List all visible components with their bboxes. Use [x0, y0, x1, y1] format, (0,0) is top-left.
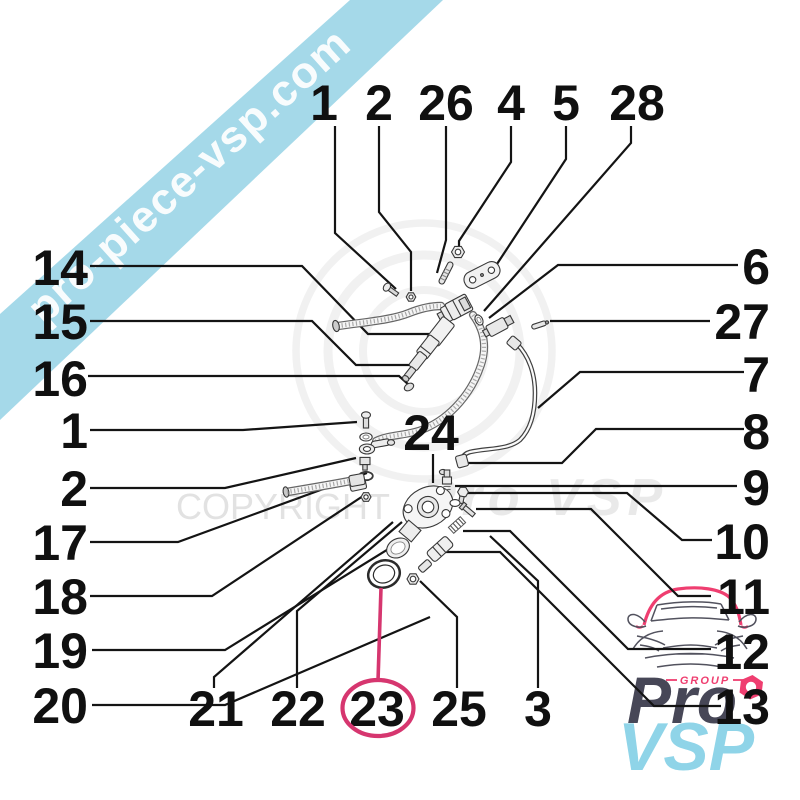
svg-text:28: 28: [609, 75, 665, 131]
svg-text:4: 4: [497, 75, 525, 131]
svg-text:27: 27: [714, 294, 770, 350]
svg-text:12: 12: [714, 624, 770, 680]
svg-text:3: 3: [524, 681, 552, 737]
svg-text:8: 8: [742, 404, 770, 460]
svg-text:18: 18: [32, 569, 88, 625]
svg-text:6: 6: [742, 239, 770, 295]
svg-text:23: 23: [349, 681, 405, 737]
svg-text:1: 1: [310, 75, 338, 131]
svg-text:21: 21: [188, 681, 244, 737]
svg-text:7: 7: [742, 347, 770, 403]
svg-text:5: 5: [552, 75, 580, 131]
svg-text:25: 25: [431, 681, 487, 737]
svg-text:17: 17: [32, 515, 88, 571]
svg-text:19: 19: [32, 623, 88, 679]
svg-text:16: 16: [32, 351, 88, 407]
svg-text:26: 26: [418, 75, 474, 131]
svg-text:GROUP: GROUP: [680, 675, 730, 687]
svg-text:10: 10: [714, 514, 770, 570]
svg-text:15: 15: [32, 294, 88, 350]
svg-text:11: 11: [717, 569, 770, 625]
svg-text:VSP: VSP: [618, 709, 755, 785]
svg-text:22: 22: [270, 681, 326, 737]
svg-text:14: 14: [32, 240, 88, 296]
svg-text:Pro: Pro: [627, 663, 737, 737]
svg-text:20: 20: [32, 678, 88, 734]
svg-text:1: 1: [60, 403, 88, 459]
svg-text:9: 9: [742, 460, 770, 516]
svg-text:2: 2: [60, 461, 88, 517]
svg-text:13: 13: [714, 679, 770, 735]
svg-text:24: 24: [403, 405, 459, 461]
svg-text:2: 2: [365, 75, 393, 131]
